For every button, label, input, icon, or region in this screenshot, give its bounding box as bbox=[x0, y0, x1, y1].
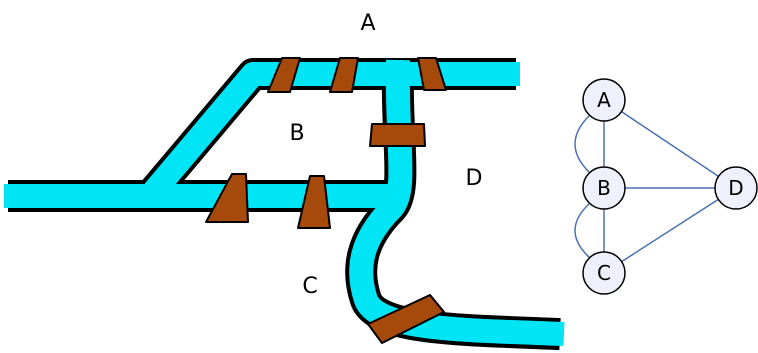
graph-edge-a-d bbox=[621, 111, 719, 177]
graph-node-d: D bbox=[714, 166, 758, 210]
node-label: A bbox=[597, 88, 611, 112]
bridge bbox=[297, 175, 331, 229]
graph: A B C D bbox=[574, 78, 758, 295]
river-map: A B C D bbox=[4, 11, 565, 350]
bridge bbox=[205, 173, 249, 223]
region-label-c: C bbox=[302, 274, 317, 299]
node-label: C bbox=[597, 261, 611, 285]
node-circle bbox=[582, 166, 626, 210]
bridge bbox=[367, 294, 445, 344]
node-circle bbox=[714, 166, 758, 210]
graph-node-b: B bbox=[582, 166, 626, 210]
graph-edge-c-d bbox=[621, 198, 719, 263]
region-label-d: D bbox=[466, 166, 483, 191]
node-label: D bbox=[728, 176, 743, 200]
region-label-a: A bbox=[360, 11, 375, 36]
graph-edges bbox=[574, 111, 719, 263]
bridge bbox=[417, 57, 447, 91]
bridge bbox=[369, 123, 426, 147]
graph-edge-a-b bbox=[574, 114, 591, 174]
node-circle bbox=[582, 78, 626, 122]
node-label: B bbox=[597, 176, 611, 200]
region-label-b: B bbox=[289, 121, 304, 146]
bridges bbox=[205, 57, 447, 344]
node-circle bbox=[582, 251, 626, 295]
graph-edge-b-c bbox=[574, 202, 591, 259]
bridge bbox=[329, 57, 359, 93]
graph-node-c: C bbox=[582, 251, 626, 295]
river-water bbox=[4, 59, 565, 346]
graph-nodes: A B C D bbox=[582, 78, 758, 295]
graph-node-a: A bbox=[582, 78, 626, 122]
bridge bbox=[267, 57, 301, 93]
